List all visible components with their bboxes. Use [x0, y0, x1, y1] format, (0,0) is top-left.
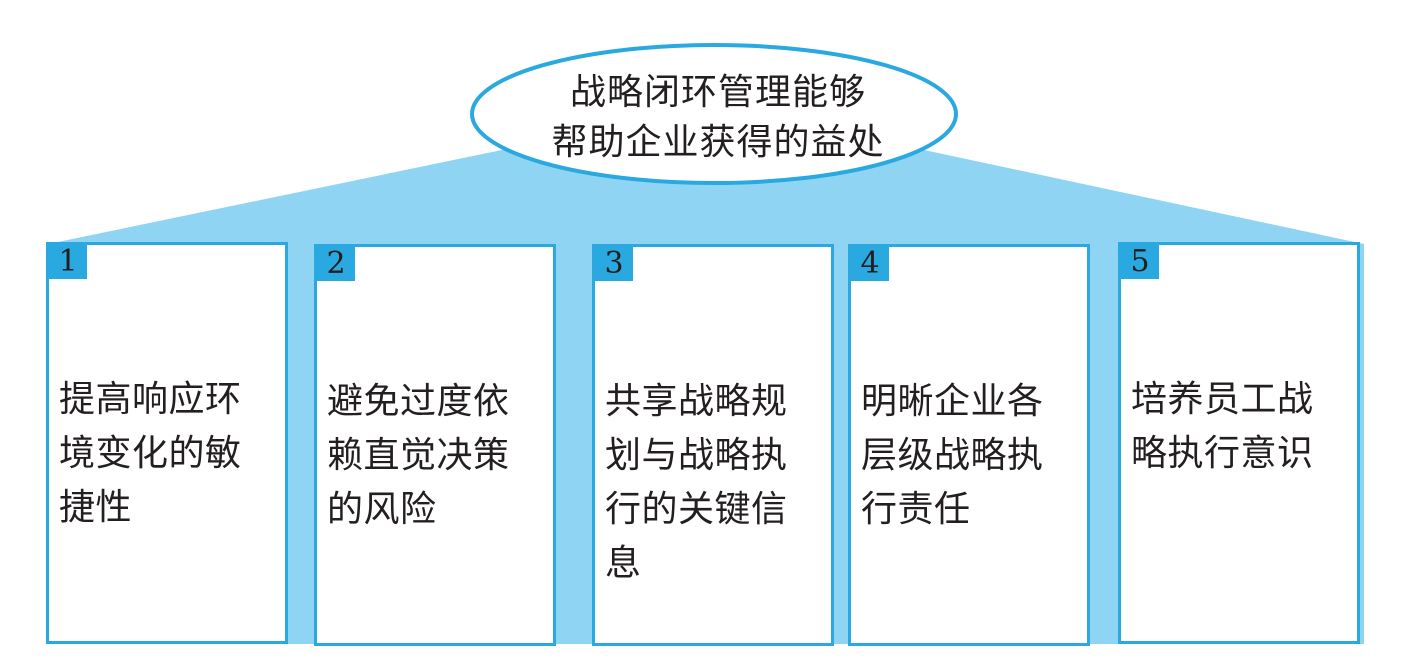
- benefit-number-2: 2: [317, 247, 355, 281]
- benefit-number-5: 5: [1121, 245, 1159, 279]
- benefit-box-5: 5 培养员工战略执行意识: [1118, 242, 1360, 644]
- benefit-number-1: 1: [49, 245, 87, 279]
- benefit-text-3: 共享战略规划与战略执行的关键信息: [605, 381, 788, 584]
- benefit-number-4: 4: [851, 247, 889, 281]
- benefit-text-1: 提高响应环境变化的敏捷性: [59, 379, 242, 528]
- title-line-2: 帮助企业获得的益处: [551, 122, 885, 163]
- benefit-box-1: 1 提高响应环境变化的敏捷性: [46, 242, 288, 644]
- benefit-box-4: 4 明晰企业各层级战略执行责任: [848, 244, 1090, 646]
- benefit-text-4: 明晰企业各层级战略执行责任: [861, 381, 1044, 530]
- title-line-1: 战略闭环管理能够: [569, 72, 866, 113]
- fan-connector: [48, 138, 1364, 244]
- benefit-box-3: 3 共享战略规划与战略执行的关键信息: [592, 244, 834, 646]
- benefit-text-2: 避免过度依赖直觉决策的风险: [327, 381, 510, 530]
- title-ellipse: [470, 43, 958, 185]
- diagram-title: 战略闭环管理能够 帮助企业获得的益处: [500, 66, 936, 170]
- benefit-box-2: 2 避免过度依赖直觉决策的风险: [314, 244, 556, 646]
- benefit-number-3: 3: [595, 247, 633, 281]
- benefit-text-5: 培养员工战略执行意识: [1131, 379, 1314, 474]
